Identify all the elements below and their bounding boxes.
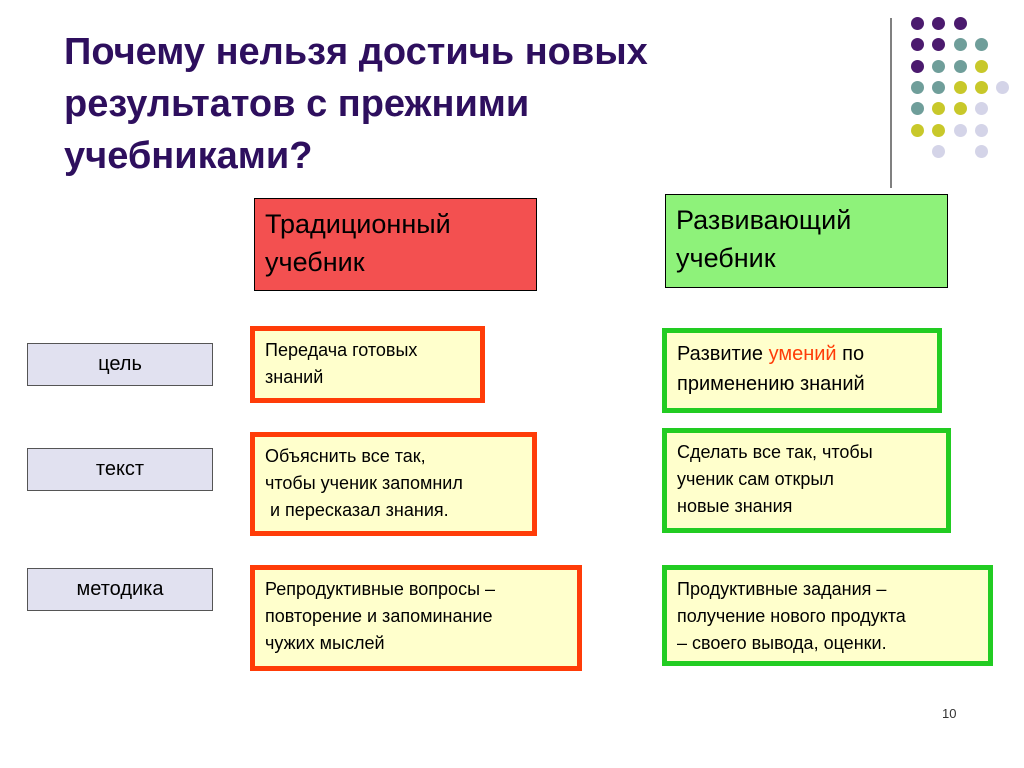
slide-title: Почему нельзя достичь новых результатов … (64, 26, 824, 182)
title-line-2: результатов с прежними (64, 83, 530, 125)
traditional-method-line-2: повторение и запоминание (265, 606, 493, 626)
developing-method-cell: Продуктивные задания – получение нового … (662, 565, 993, 666)
row-label-text: текст (27, 448, 213, 491)
developing-method-line-2: получение нового продукта (677, 606, 906, 626)
slide-number: 10 (942, 706, 957, 721)
decorative-dot (953, 59, 967, 73)
decorative-dot (974, 144, 988, 158)
traditional-text-line-1: Объяснить все так, (265, 446, 426, 466)
row-label-method: методика (27, 568, 213, 611)
developing-textbook-header: Развивающий учебник (665, 194, 948, 288)
traditional-text-line-3: и пересказал знания. (265, 500, 449, 520)
title-line-3: учебниками? (64, 135, 313, 177)
decorative-dot (974, 80, 988, 94)
developing-method-line-1: Продуктивные задания – (677, 579, 887, 599)
traditional-method-line-1: Репродуктивные вопросы – (265, 579, 496, 599)
developing-text-cell: Сделать все так, чтобы ученик сам открыл… (662, 428, 951, 533)
traditional-goal-line-2: знаний (265, 367, 324, 387)
decorative-dot (932, 38, 946, 52)
decorative-divider (890, 18, 892, 188)
decorative-dot (932, 17, 946, 30)
row-label-text-text: текст (95, 458, 145, 480)
developing-goal-highlight: умений (768, 343, 837, 365)
decorative-dot (953, 38, 967, 52)
developing-goal-text-before: Развитие (677, 343, 769, 365)
developing-text-line-3: новые знания (677, 496, 793, 516)
traditional-header-line-1: Традиционный (265, 209, 451, 239)
decorative-dot (911, 102, 924, 116)
developing-goal-text-after: по (836, 343, 865, 365)
developing-goal-line-2: применению знаний (677, 373, 865, 395)
decorative-dot (911, 80, 924, 94)
decorative-dot (996, 80, 1010, 94)
developing-header-line-1: Развивающий (676, 205, 852, 235)
decorative-dot (932, 80, 946, 94)
traditional-header-line-2: учебник (265, 247, 365, 277)
decorative-dot (932, 102, 946, 116)
decorative-dot (911, 59, 924, 73)
decorative-dot (932, 123, 946, 137)
row-label-goal: цель (27, 343, 213, 386)
traditional-method-cell: Репродуктивные вопросы – повторение и за… (250, 565, 582, 671)
developing-method-line-3: – своего вывода, оценки. (677, 633, 887, 653)
decorative-dot (974, 123, 988, 137)
decorative-dot (953, 17, 967, 30)
decorative-dot (911, 38, 924, 52)
row-label-goal-text: цель (98, 353, 142, 375)
decorative-dot (953, 80, 967, 94)
developing-text-line-1: Сделать все так, чтобы (677, 442, 873, 462)
decorative-dot (932, 59, 946, 73)
decorative-dot (974, 38, 988, 52)
developing-goal-line-1: Развитие умений по (677, 339, 927, 369)
decorative-dot (932, 144, 946, 158)
traditional-goal-cell: Передача готовых знаний (250, 326, 485, 403)
decorative-dot (953, 102, 967, 116)
developing-text-line-2: ученик сам открыл (677, 469, 834, 489)
row-label-method-text: методика (76, 578, 164, 600)
traditional-goal-line-1: Передача готовых (265, 340, 418, 360)
title-line-1: Почему нельзя достичь новых (64, 31, 648, 73)
traditional-text-cell: Объяснить все так, чтобы ученик запомнил… (250, 432, 537, 536)
decorative-dot (974, 102, 988, 116)
traditional-text-line-2: чтобы ученик запомнил (265, 473, 463, 493)
decorative-dot (974, 59, 988, 73)
developing-header-line-2: учебник (676, 243, 776, 273)
decorative-dot (911, 17, 924, 30)
developing-goal-cell: Развитие умений по применению знаний (662, 328, 942, 413)
traditional-textbook-header: Традиционный учебник (254, 198, 537, 291)
traditional-method-line-3: чужих мыслей (265, 633, 385, 653)
decorative-dot (953, 123, 967, 137)
decorative-dot (911, 123, 924, 137)
